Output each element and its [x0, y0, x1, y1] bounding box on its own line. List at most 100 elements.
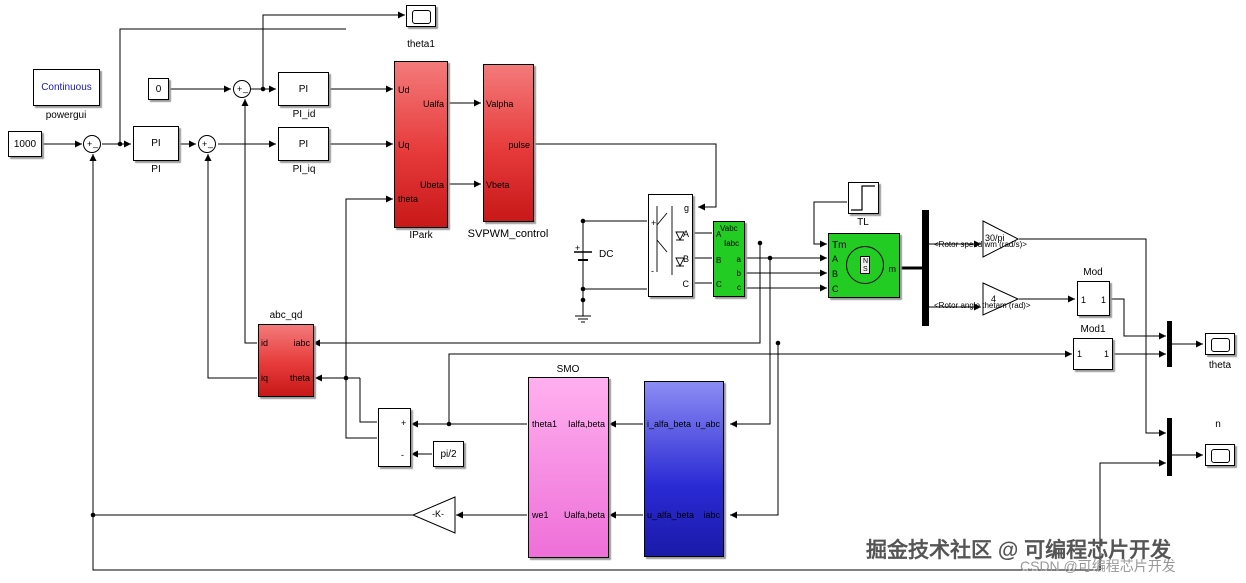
wire-feedback-to-mux-n: [1099, 459, 1166, 570]
angle-offset-adder[interactable]: + -: [378, 408, 411, 467]
scope-screen-icon: [1211, 449, 1230, 463]
watermark-sub: CSDN @可编程芯片开发: [1020, 558, 1176, 574]
smo-observer-block[interactable]: theta1 we1 Ialfa,beta Ualfa,beta: [528, 377, 609, 558]
constant-zero-value: 0: [155, 83, 162, 95]
svpwm-vbeta-port: Vbeta: [486, 180, 510, 190]
bus-selector[interactable]: [922, 210, 929, 326]
clarke-transform-block[interactable]: i_alfa_beta u_alfa_beta u_abc iabc: [644, 381, 724, 557]
wire-to-theta1-scope: [262, 11, 405, 89]
ipark-caption: IPark: [409, 230, 433, 241]
smo-theta1-port: theta1: [532, 419, 558, 429]
wire-theta-to-ipark: [345, 195, 393, 378]
ipark-ud-port: Ud: [398, 85, 410, 95]
theta1-scope[interactable]: [406, 5, 436, 27]
wire-tl-to-motor: [813, 201, 847, 248]
clarke-u-abc-port: u_abc: [695, 419, 720, 429]
gain-speed-triangle: [982, 220, 1020, 258]
mod1-block[interactable]: 1 1: [1073, 338, 1113, 370]
pi-id-block[interactable]: PI: [278, 72, 329, 106]
meas-c-in: C: [716, 280, 722, 289]
wire-iabc-to-clarke: [730, 343, 779, 519]
gain-k-triangle: [411, 496, 456, 534]
ipark-block[interactable]: Ud Uq theta Ualfa Ubeta: [394, 61, 448, 228]
inverter-c-port: C: [682, 279, 690, 289]
wire-to-ipark-theta: [119, 28, 346, 144]
clarke-u-alfa-beta-port: u_alfa_beta: [647, 510, 695, 520]
svpwm-caption: SVPWM_control: [467, 228, 549, 240]
pi-iq-label: PI: [298, 138, 309, 150]
motor-a-port: A: [832, 254, 839, 264]
meas-c-out: c: [737, 283, 741, 292]
wire-iq-to-sum2: [204, 154, 257, 379]
mod1-out-port: 1: [1103, 349, 1109, 359]
speed-reference-block[interactable]: 1000: [8, 131, 42, 157]
wire-mod-to-mux: [1110, 298, 1166, 340]
speed-mux[interactable]: [1167, 418, 1172, 476]
speed-scope[interactable]: [1205, 444, 1235, 466]
inverter-minus-port: -: [651, 266, 654, 276]
powergui-caption: powergui: [45, 110, 87, 121]
rotor-speed-signal-label: <Rotor speed wm (rad/s)>: [934, 240, 1027, 249]
abc-qd-iq-port: iq: [261, 373, 269, 383]
abc-qd-theta-port: theta: [289, 373, 310, 383]
theta-mux[interactable]: [1167, 321, 1172, 367]
pi-iq-block[interactable]: PI: [278, 127, 329, 161]
sum-minus-sign: _: [243, 83, 249, 93]
gain-angle-triangle: [982, 282, 1020, 316]
theta-scope-caption: theta: [1208, 360, 1232, 371]
adder-plus-sign: +: [401, 418, 407, 428]
wire-adder-to-abcqd: [359, 378, 377, 423]
vi-measurement-block[interactable]: Vabc Iabc A B C a b c: [713, 221, 745, 297]
constant-zero-block[interactable]: 0: [148, 78, 169, 100]
svpwm-valpha-port: Valpha: [486, 99, 514, 109]
scope-screen-icon: [412, 10, 431, 24]
motor-m-port: m: [888, 264, 897, 274]
mod-block[interactable]: 1 1: [1077, 281, 1110, 316]
mod-in-port: 1: [1081, 295, 1087, 305]
motor-rotor-icon: N S: [846, 246, 884, 284]
pi-speed-label: PI: [151, 138, 161, 149]
meas-a-out: a: [736, 255, 741, 264]
abc-qd-id-port: id: [261, 338, 269, 348]
meas-a-in: A: [716, 230, 722, 239]
gain-speed-value: 30/pi: [985, 233, 1005, 243]
powergui-block[interactable]: Continuous: [33, 69, 100, 106]
abc-qd-iabc-port: iabc: [293, 338, 310, 348]
speed-scope-caption: n: [1215, 419, 1221, 430]
ipark-uq-port: Uq: [398, 140, 410, 150]
abc-qd-block[interactable]: id iq iabc theta: [258, 324, 314, 397]
inverter-bridge-block[interactable]: + - g A B C: [648, 194, 693, 297]
id-error-sum[interactable]: + _: [233, 80, 251, 98]
wire-bottom-feedback: [92, 515, 1100, 571]
ipark-ualfa-port: Ualfa: [422, 99, 444, 109]
inverter-b-port: B: [682, 254, 689, 264]
load-torque-step-block[interactable]: [848, 182, 879, 214]
sum-minus-sign: _: [208, 138, 214, 148]
gain-angle-value: 4: [991, 294, 997, 304]
sum-minus-sign: _: [93, 138, 99, 148]
wire-gain-to-sum1: [89, 154, 413, 516]
iq-error-sum[interactable]: + _: [198, 135, 216, 153]
svpwm-pulse-port: pulse: [508, 140, 530, 150]
wire-uabc-to-clarke: [730, 258, 771, 428]
pi-speed-block[interactable]: PI: [133, 126, 179, 161]
wire-pulse-to-inverter: [534, 143, 717, 211]
rotor-angle-signal-label: <Rotor angle thetam (rad)>: [934, 301, 1031, 310]
smo-caption: SMO: [556, 364, 580, 375]
theta-scope[interactable]: [1205, 333, 1235, 355]
clarke-iabc-port: iabc: [703, 510, 720, 520]
pi-over-2-constant[interactable]: pi/2: [433, 441, 464, 467]
vabc-port: Vabc: [720, 224, 738, 233]
pi-over-2-value: pi/2: [440, 448, 457, 460]
pi-id-label: PI: [298, 83, 309, 95]
svpwm-block[interactable]: Valpha Vbeta pulse: [483, 64, 534, 222]
motor-tm-port: Tm: [832, 240, 847, 251]
adder-minus-sign: -: [401, 450, 404, 460]
pi-speed-caption: PI: [151, 164, 161, 175]
pmsm-motor-block[interactable]: Tm A B C m N S: [828, 233, 900, 298]
iabc-port: Iabc: [724, 239, 740, 248]
gain-k-value: -K-: [432, 509, 444, 519]
inverter-gate-port: g: [683, 203, 689, 213]
speed-error-sum[interactable]: + _: [83, 135, 101, 153]
